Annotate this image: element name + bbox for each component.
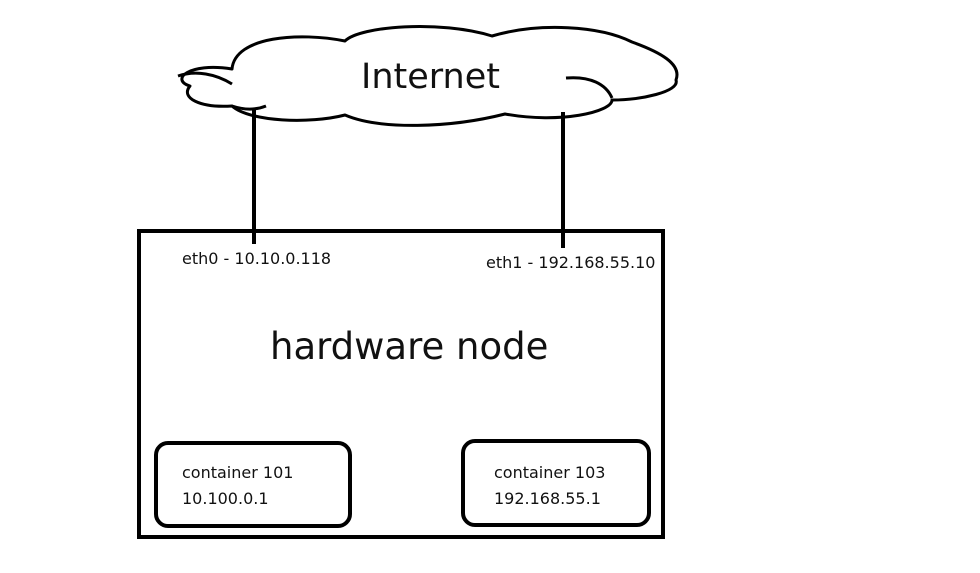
internet-label: Internet: [361, 57, 500, 97]
interface-eth1-label: eth1 - 192.168.55.10: [486, 253, 656, 272]
cloud-fold-lower: [231, 104, 267, 111]
container-103-name: container 103: [494, 463, 606, 482]
hardware-node-box: [137, 229, 665, 539]
container-box-103: [461, 439, 651, 527]
hardware-node-label: hardware node: [270, 325, 549, 368]
internet-cloud: [180, 25, 679, 127]
container-101-ip: 10.100.0.1: [182, 489, 269, 508]
container-101-name: container 101: [182, 463, 294, 482]
cloud-fold-right: [565, 76, 614, 99]
interface-eth0-label: eth0 - 10.10.0.118: [182, 249, 332, 268]
container-box-101: [154, 441, 352, 528]
container-103-ip: 192.168.55.1: [494, 489, 601, 508]
cloud-fold-left: [177, 71, 233, 86]
